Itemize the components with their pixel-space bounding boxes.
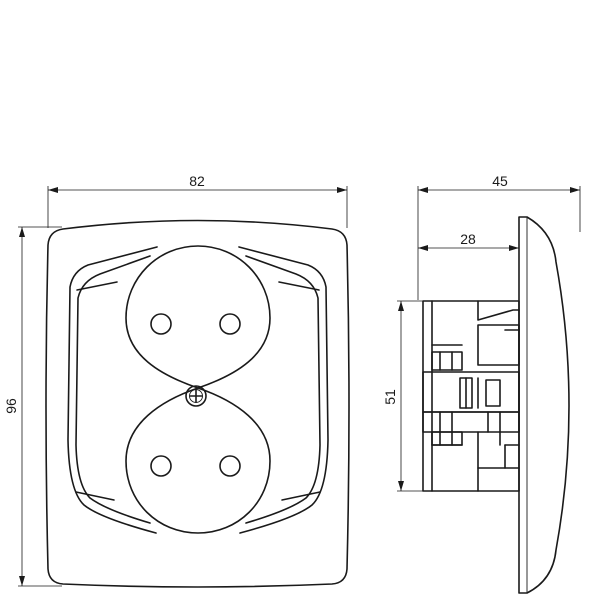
pin-hole-top-right	[219, 313, 241, 335]
pin-hole-bottom-right	[219, 455, 241, 477]
dimension-body-height-label: 51	[382, 389, 398, 405]
right-wing	[238, 246, 329, 534]
front-outer-frame	[45, 219, 350, 588]
pin-hole-bottom-left	[150, 455, 172, 477]
center-screw-icon	[185, 385, 207, 407]
dimension-depth-label: 45	[492, 173, 508, 189]
dimension-body-height: 51	[382, 300, 423, 492]
dimension-width-label: 82	[189, 173, 205, 189]
dimension-height-label: 96	[3, 398, 19, 414]
front-view	[45, 219, 350, 588]
left-wing	[67, 246, 158, 534]
dimension-height: 96	[3, 226, 62, 587]
side-cover-plate	[518, 216, 570, 594]
dimension-base-depth-label: 28	[460, 231, 476, 247]
dimension-width: 82	[47, 173, 348, 228]
dimension-base-depth: 28	[418, 231, 520, 251]
dimension-depth: 45	[417, 173, 581, 300]
socket-body	[125, 245, 271, 534]
side-view	[422, 216, 570, 594]
side-mechanism-details	[422, 300, 520, 492]
pin-hole-top-left	[150, 313, 172, 335]
